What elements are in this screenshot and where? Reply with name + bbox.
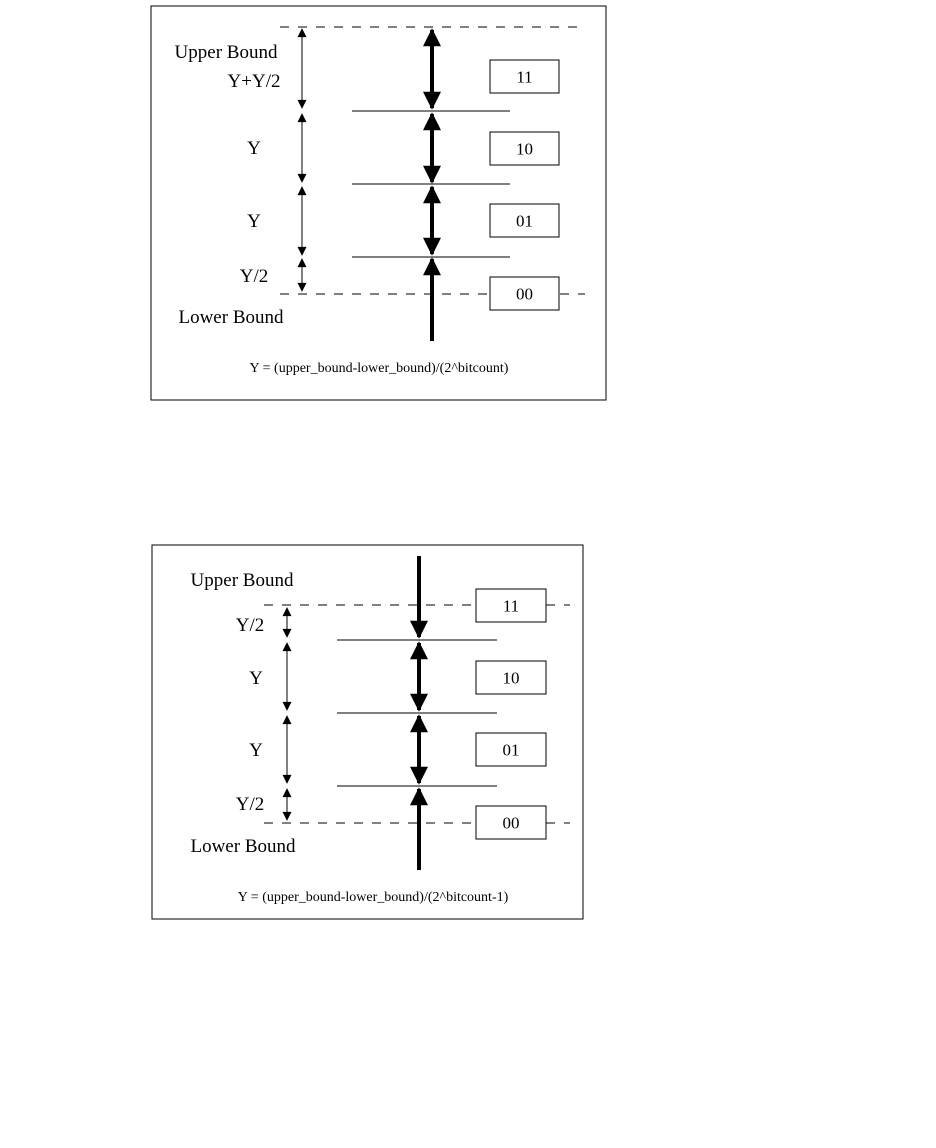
code-box xyxy=(489,203,560,238)
code-box xyxy=(475,660,547,695)
interval-label: Y xyxy=(247,211,261,232)
diagram-2: 11 10 01 00 Upper Bound Y/2 Y Y Y/2 Lowe… xyxy=(151,544,584,920)
interval-label: Y/2 xyxy=(236,615,265,636)
interval-label: Y xyxy=(249,740,263,761)
code-box xyxy=(489,59,560,94)
code-label: 11 xyxy=(516,68,532,87)
code-label: 00 xyxy=(503,814,520,833)
code-label: 11 xyxy=(503,597,519,616)
code-box xyxy=(489,276,560,311)
diagram-2-frame xyxy=(151,544,584,920)
interval-label: Y/2 xyxy=(236,794,265,815)
formula: Y = (upper_bound-lower_bound)/(2^bitcoun… xyxy=(250,361,509,376)
code-box xyxy=(489,131,560,166)
code-box xyxy=(475,732,547,767)
interval-label: Y xyxy=(249,668,263,689)
code-label: 10 xyxy=(503,669,520,688)
code-label: 01 xyxy=(503,741,520,760)
lower-bound-label: Lower Bound xyxy=(178,307,284,328)
code-box xyxy=(475,805,547,840)
interval-label: Y/2 xyxy=(240,266,269,287)
formula: Y = (upper_bound-lower_bound)/(2^bitcoun… xyxy=(238,890,509,905)
interval-label: Y xyxy=(247,138,261,159)
lower-bound-label: Lower Bound xyxy=(190,836,296,857)
upper-bound-label: Upper Bound xyxy=(175,42,278,63)
code-box xyxy=(475,588,547,623)
upper-bound-label: Upper Bound xyxy=(191,570,294,591)
diagram-1: 11 10 01 00 Upper Bound Y+Y/2 Y Y Y/2 Lo… xyxy=(150,5,607,401)
diagram-1-frame xyxy=(150,5,607,401)
code-label: 01 xyxy=(516,212,533,231)
code-label: 00 xyxy=(516,285,533,304)
code-label: 10 xyxy=(516,140,533,159)
interval-label: Y+Y/2 xyxy=(228,71,281,92)
